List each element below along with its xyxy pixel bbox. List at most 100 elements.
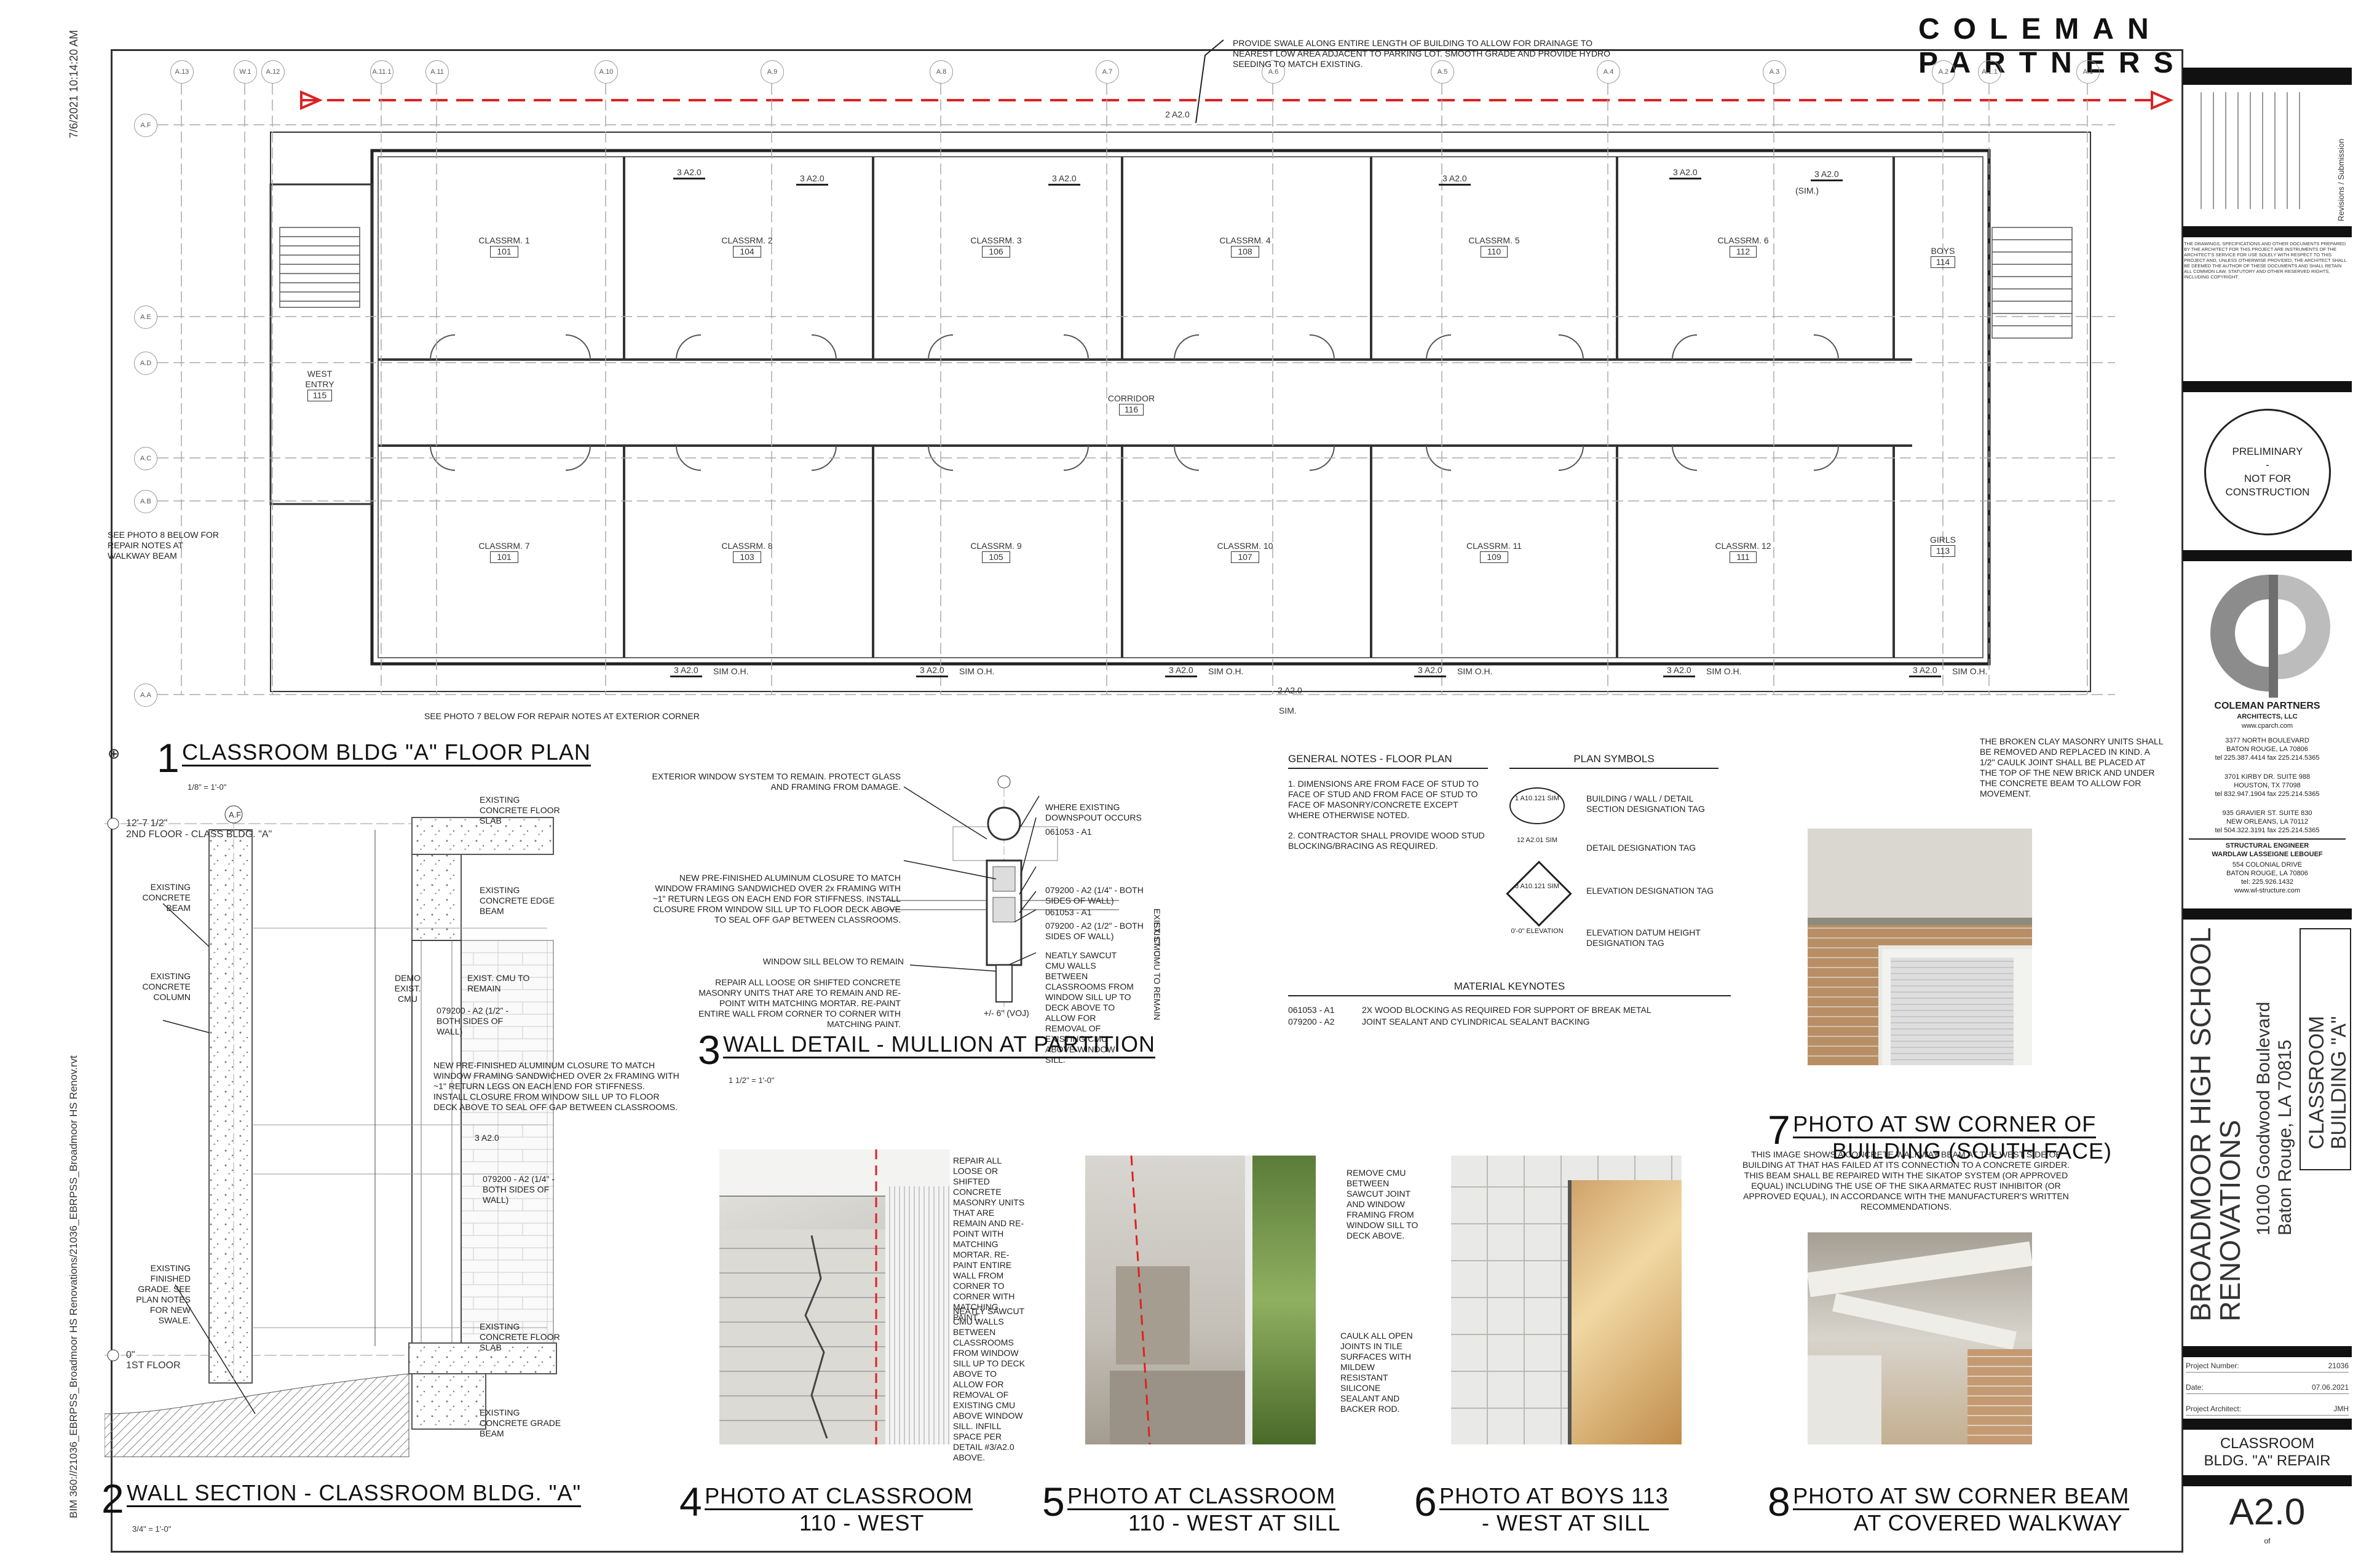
tb-bar-8 bbox=[2183, 1475, 2352, 1486]
room-number: 109 bbox=[1480, 551, 1508, 563]
architect-row: Project Architect: JMH bbox=[2186, 1403, 2349, 1416]
note-existing-grade: EXISTING FINISHED GRADE. SEE PLAN NOTES … bbox=[136, 1263, 191, 1325]
date-value: 07.06.2021 bbox=[2311, 1383, 2349, 1392]
room-name: WEST ENTRY bbox=[305, 369, 334, 389]
detail-tag: 3 A2.0 bbox=[1439, 173, 1471, 186]
photo-4-image bbox=[719, 1149, 950, 1444]
view-number: 6 bbox=[1414, 1479, 1437, 1524]
detail-tag-sim-oh: SIM O.H. bbox=[1952, 666, 1988, 676]
level-bot-elev: 0" bbox=[126, 1350, 135, 1360]
grid-head: A.3 bbox=[1763, 60, 1786, 84]
room-number: 107 bbox=[1231, 551, 1259, 563]
sheet-title-line: BLDG. "A" REPAIR bbox=[2204, 1452, 2331, 1469]
tb-firm-name: COLEMAN PARTNERS bbox=[2214, 701, 2320, 711]
photo-6-title: 6 PHOTO AT BOYS 113 - WEST AT SILL bbox=[1414, 1478, 1669, 1535]
detail-tag: 3 A2.0 bbox=[1165, 665, 1197, 677]
photo-7-title: 7 PHOTO AT SW CORNER OF BUILDING (SOUTH … bbox=[1768, 1106, 2111, 1164]
general-note-2: 2. CONTRACTOR SHALL PROVIDE WOOD STUD BL… bbox=[1288, 830, 1485, 851]
grid-head: A.E bbox=[134, 305, 157, 329]
building-box bbox=[2300, 928, 2351, 1170]
room-west-entry: WEST ENTRY 115 bbox=[295, 369, 344, 401]
symbol-label-2: DETAIL DESIGNATION TAG bbox=[1586, 843, 1696, 853]
room-name: CLASSRM. 2 bbox=[721, 235, 773, 245]
grid-head: A.4 bbox=[1597, 60, 1620, 84]
photo-5-image bbox=[1085, 1156, 1316, 1444]
project-addr-1: 10100 Goodwood Boulevard bbox=[2253, 1001, 2274, 1235]
view-number: 4 bbox=[679, 1479, 702, 1524]
tb-bar-2 bbox=[2183, 226, 2352, 237]
photo-6-note-1: CAULK ALL OPEN JOINTS IN TILE SURFACES W… bbox=[1340, 1331, 1413, 1414]
symbol-label-1: BUILDING / WALL / DETAIL SECTION DESIGNA… bbox=[1586, 794, 1705, 814]
tb-bar-3 bbox=[2183, 381, 2352, 392]
project-number-label: Project Number: bbox=[2186, 1361, 2239, 1370]
grid-head: A.9 bbox=[761, 60, 784, 84]
room-girls: GIRLS 113 bbox=[1918, 535, 1968, 557]
office-line: 3701 KIRBY DR. SUITE 988 bbox=[2224, 773, 2311, 781]
keynote-code: 061053 - A1 bbox=[1288, 1005, 1335, 1015]
note-existing-column: EXISTING CONCRETE COLUMN bbox=[142, 971, 191, 1002]
grid-head: A.1 bbox=[2076, 60, 2100, 84]
date-label: Date: bbox=[2186, 1383, 2204, 1392]
room-name: BOYS bbox=[1931, 246, 1955, 256]
firm-logo bbox=[2210, 575, 2330, 698]
view-number: 7 bbox=[1768, 1107, 1790, 1152]
office-line: tel 225.387.4414 fax 225.214.5365 bbox=[2215, 754, 2320, 762]
tb-office-3: 935 GRAVIER ST. SUITE 830 NEW ORLEANS, L… bbox=[2183, 809, 2352, 835]
view-title-line2: 110 - WEST bbox=[799, 1510, 925, 1535]
floor-plan-drawing bbox=[157, 39, 2174, 695]
room-number: 105 bbox=[982, 551, 1010, 563]
grid-head: A.D bbox=[134, 352, 157, 375]
view-number: 2 bbox=[101, 1476, 124, 1521]
room-number: 115 bbox=[307, 390, 333, 401]
room-number: 110 bbox=[1480, 246, 1508, 258]
view-scale: 1 1/2" = 1'-0" bbox=[729, 1076, 775, 1085]
v3-note-l1: NEW PRE-FINISHED ALUMINUM CLOSURE TO MAT… bbox=[652, 873, 901, 924]
photo-5-title: 5 PHOTO AT CLASSROOM 110 - WEST AT SILL bbox=[1042, 1478, 1340, 1535]
room-number: 111 bbox=[1730, 551, 1757, 563]
office-line: HOUSTON, TX 77098 bbox=[2234, 782, 2301, 789]
project-name: BROADMOOR HIGH SCHOOL RENOVATIONS bbox=[2185, 928, 2246, 1322]
grid-head: A.C bbox=[134, 447, 157, 470]
wall-section-drawing: A.F bbox=[105, 805, 557, 1457]
level-top-name: 2ND FLOOR - CLASS BLDG. "A" bbox=[126, 829, 272, 840]
material-keynotes: MATERIAL KEYNOTES 061053 - A1 2X WOOD BL… bbox=[1288, 980, 1731, 1027]
photo-7-note-1: THE BROKEN CLAY MASONRY UNITS SHALL BE R… bbox=[1980, 736, 2163, 798]
sheet-border bbox=[111, 49, 2183, 1553]
revisions-grid bbox=[2201, 92, 2300, 209]
sheet-title: CLASSROOM BLDG. "A" REPAIR bbox=[2183, 1435, 2352, 1470]
room-name: CLASSRM. 12 bbox=[1715, 541, 1771, 551]
project-number-row: Project Number: 21036 bbox=[2186, 1360, 2349, 1373]
view-title: WALL DETAIL - MULLION AT PARTITION bbox=[723, 1031, 1155, 1058]
grid-head: A.12 bbox=[261, 60, 285, 84]
grid-head: A.11.1 bbox=[370, 60, 394, 84]
room-number: 112 bbox=[1729, 246, 1757, 258]
room-name: CLASSRM. 5 bbox=[1468, 235, 1520, 245]
view-title-line2: AT COVERED WALKWAY bbox=[1854, 1510, 2123, 1535]
office-line: 3377 NORTH BOULEVARD bbox=[2225, 737, 2309, 744]
view-title-line1: PHOTO AT SW CORNER BEAM bbox=[1793, 1483, 2130, 1510]
view-title-line1: PHOTO AT CLASSROOM bbox=[705, 1483, 973, 1510]
room-number: 101 bbox=[490, 551, 518, 563]
view-title-line2: BUILDING (SOUTH FACE) bbox=[1832, 1138, 2113, 1164]
tb-web: www.cparch.com bbox=[2241, 722, 2293, 730]
tb-bar-5 bbox=[2183, 908, 2352, 920]
grid-head: A.F bbox=[134, 114, 157, 137]
general-notes-title: GENERAL NOTES - FLOOR PLAN bbox=[1288, 753, 1488, 769]
room-number: 106 bbox=[982, 246, 1010, 258]
preliminary-stamp: PRELIMINARY - NOT FOR CONSTRUCTION bbox=[2204, 409, 2331, 535]
office-line: tel 504.322.3191 fax 225.214.5365 bbox=[2215, 827, 2320, 834]
room-name: CLASSRM. 7 bbox=[478, 541, 530, 551]
project-number: 21036 bbox=[2328, 1361, 2349, 1370]
mullion-detail-drawing bbox=[885, 775, 1119, 1014]
sheet-title-line: CLASSROOM bbox=[2220, 1435, 2315, 1452]
firm-name-header: COLEMAN PARTNERS bbox=[1918, 13, 2187, 79]
grid-head: A.2 bbox=[1932, 60, 1955, 84]
symbol-tag-2: 12 A2.01 SIM bbox=[1516, 837, 1558, 844]
room-number: 113 bbox=[1930, 545, 1956, 557]
stamp-line: PRELIMINARY bbox=[2232, 446, 2303, 457]
detail-tag: 3 A2.0 bbox=[673, 167, 705, 179]
room-name: CLASSRM. 4 bbox=[1219, 235, 1271, 245]
